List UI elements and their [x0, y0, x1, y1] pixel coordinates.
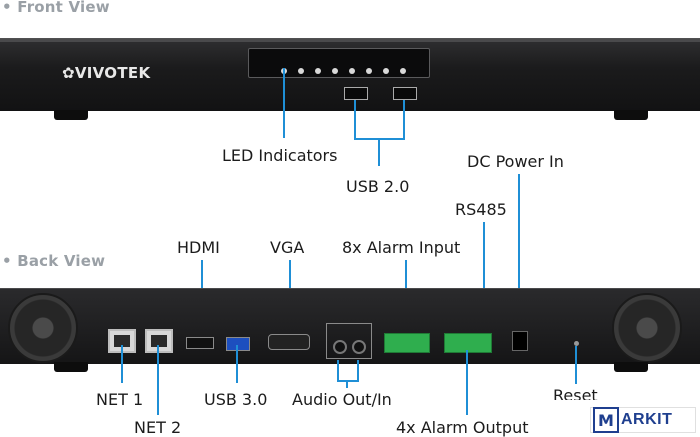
watermark-text: ARKIT — [621, 411, 673, 428]
front-view-title: • Front View — [2, 0, 110, 16]
led-indicator — [298, 68, 304, 74]
vga-label: VGA — [270, 238, 305, 257]
fan-icon — [8, 293, 78, 363]
dc-power-jack — [512, 331, 528, 351]
watermark-m-icon: M — [593, 407, 619, 433]
audio-ports — [326, 323, 372, 359]
hdmi-label: HDMI — [177, 238, 220, 257]
top-edge — [0, 39, 700, 42]
alarm-input-label: 8x Alarm Input — [342, 238, 461, 257]
led-indicator — [383, 68, 389, 74]
led-indicator — [400, 68, 406, 74]
vga-port — [268, 334, 310, 350]
device-foot — [54, 362, 88, 372]
device-foot — [54, 110, 88, 120]
bullet: • — [2, 252, 18, 270]
alarm-output-terminal — [444, 333, 492, 353]
usb20-label: USB 2.0 — [346, 177, 410, 196]
usb-port-front-2 — [393, 87, 417, 100]
rs485-label: RS485 — [455, 200, 507, 219]
audio-callout-line — [346, 380, 348, 388]
audio-in-jack — [352, 340, 366, 354]
audio-callout-line — [337, 360, 339, 382]
alarm-input-terminal — [384, 333, 430, 353]
back-device — [0, 288, 700, 364]
reset-button — [574, 341, 579, 346]
brand-logo: ✿VIVOTEK — [62, 64, 151, 82]
audio-callout-line — [337, 380, 359, 382]
net1-label: NET 1 — [96, 390, 144, 409]
usb20-callout-line — [403, 100, 405, 140]
led-indicator — [349, 68, 355, 74]
audio-label: Audio Out/In — [292, 390, 392, 409]
reset-label: Reset — [553, 386, 598, 400]
led-indicator — [332, 68, 338, 74]
led-indicator — [315, 68, 321, 74]
usb30-label: USB 3.0 — [204, 390, 268, 409]
dc-power-callout-line — [518, 174, 520, 312]
alarm-output-callout-line — [466, 350, 468, 415]
net2-label: NET 2 — [134, 418, 182, 437]
reset-callout-line — [575, 346, 577, 384]
audio-callout-line — [357, 360, 359, 382]
hdmi-port — [186, 337, 214, 349]
net2-callout-line — [157, 345, 159, 415]
dc-power-label: DC Power In — [467, 152, 564, 171]
device-foot — [614, 110, 648, 120]
watermark-logo: M ARKIT — [590, 407, 696, 433]
audio-out-jack — [333, 340, 347, 354]
back-view-title: • Back View — [2, 252, 106, 270]
device-foot — [614, 362, 648, 372]
usb20-callout-line — [378, 138, 380, 166]
front-device: ✿VIVOTEK — [0, 38, 700, 111]
usb30-port — [226, 337, 250, 351]
net2-port — [145, 329, 173, 353]
brand-mark-icon: ✿ — [62, 64, 75, 82]
net1-callout-line — [121, 345, 123, 383]
alarm-output-label: 4x Alarm Output — [396, 418, 529, 437]
led-panel — [248, 48, 430, 78]
usb-port-front-1 — [344, 87, 368, 100]
rs485-callout-line — [483, 222, 485, 316]
led-indicators-label: LED Indicators — [222, 146, 338, 165]
bullet: • — [2, 0, 18, 16]
led-indicator — [366, 68, 372, 74]
usb30-callout-line — [236, 345, 238, 383]
fan-icon — [612, 293, 682, 363]
led-callout-line — [283, 68, 285, 138]
usb20-callout-line — [354, 100, 356, 140]
